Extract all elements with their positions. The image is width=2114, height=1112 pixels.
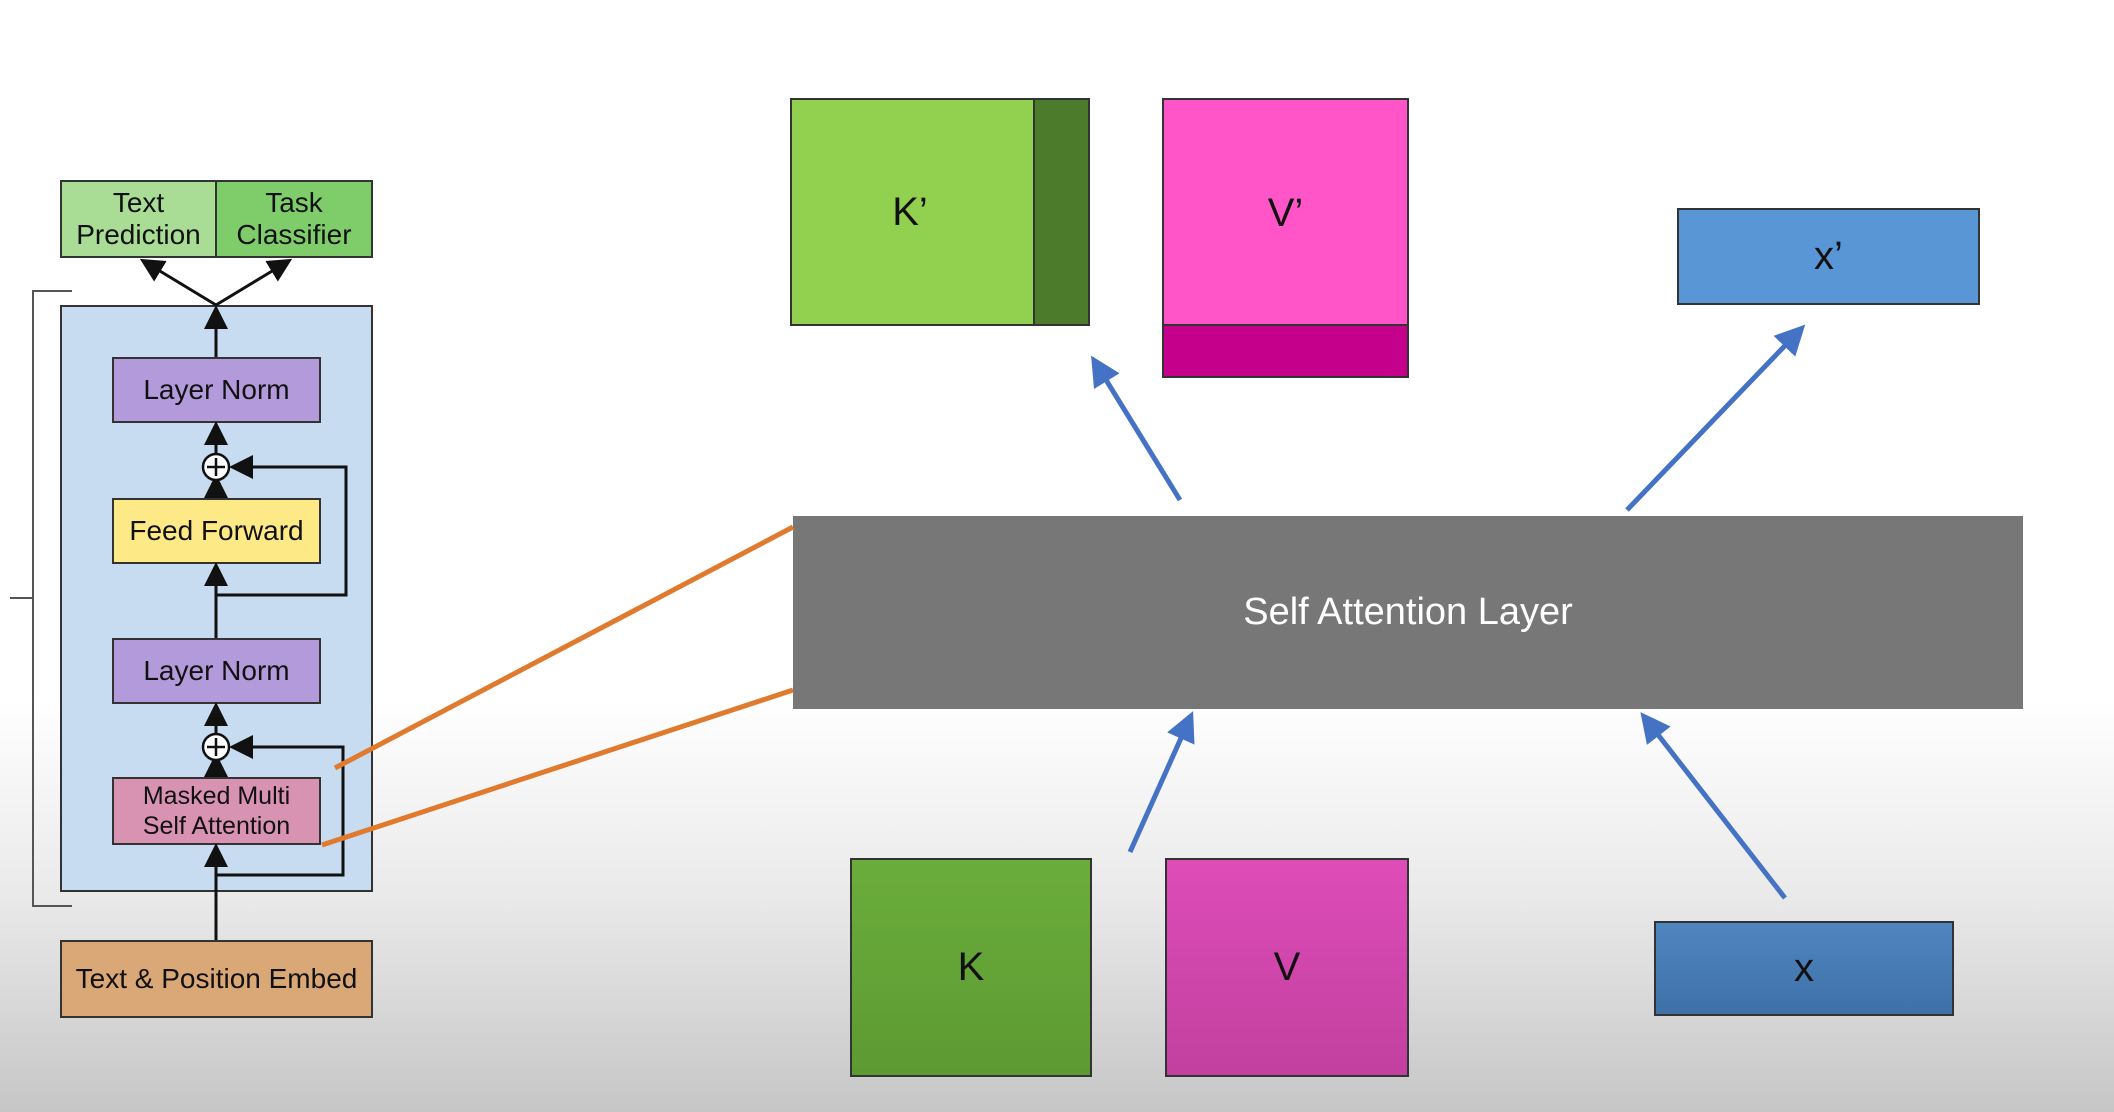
k-input-label: K <box>957 945 985 989</box>
arrow-x-to-attention <box>1640 712 1787 900</box>
feed-forward-block: Feed Forward <box>112 498 321 564</box>
zoom-line-top <box>333 524 795 771</box>
transformer-diagram: Text Prediction Task Classifier Layer No… <box>0 0 400 1112</box>
k-prime-label: K’ <box>892 189 928 234</box>
arrow-k-to-attention <box>1127 711 1195 854</box>
x-input-block: x <box>1654 921 1954 1016</box>
v-input-block: V <box>1165 858 1409 1077</box>
k-prime-block: K’ <box>790 98 1090 326</box>
layer-norm-bottom-label: Layer Norm <box>143 654 290 686</box>
self-attention-label: Self Attention Layer <box>1243 591 1573 633</box>
text-prediction-label-1: Text <box>112 186 165 218</box>
layer-norm-bottom: Layer Norm <box>112 638 321 704</box>
v-prime-block: V’ <box>1162 98 1409 378</box>
v-prime-label: V’ <box>1267 190 1304 235</box>
layer-norm-top-label: Layer Norm <box>143 373 290 405</box>
task-classifier-label-2: Classifier <box>236 219 352 250</box>
x-input-label: x <box>1794 946 1814 990</box>
arrow-attention-to-k-prime <box>1091 355 1183 502</box>
k-input-block: K <box>850 858 1092 1077</box>
x-prime-label: x’ <box>1814 234 1843 278</box>
arrow-attention-to-x-prime <box>1625 324 1806 512</box>
task-classifier-head: Task Classifier <box>215 180 373 258</box>
masked-self-attention-block: Masked Multi Self Attention <box>112 777 321 845</box>
text-position-embed-label: Text & Position Embed <box>75 962 358 994</box>
decoder-bracket-tick <box>10 597 32 599</box>
v-input-label: V <box>1273 945 1301 989</box>
masked-attention-label-2: Self Attention <box>142 812 291 840</box>
self-attention-layer: Self Attention Layer <box>793 516 2023 709</box>
text-position-embed: Text & Position Embed <box>60 940 373 1018</box>
k-prime-new-column <box>1033 100 1088 324</box>
arrow-to-task-classifier <box>215 258 293 307</box>
x-prime-block: x’ <box>1677 208 1980 305</box>
feed-forward-label: Feed Forward <box>129 514 304 546</box>
v-prime-label-wrap: V’ <box>1164 100 1407 326</box>
masked-attention-label-1: Masked Multi <box>142 782 291 810</box>
task-classifier-label-1: Task <box>265 186 323 218</box>
decoder-bracket <box>32 290 72 907</box>
text-prediction-head: Text Prediction <box>60 180 217 258</box>
text-prediction-label-2: Prediction <box>76 219 201 250</box>
arrow-to-text-prediction <box>139 258 217 307</box>
v-prime-new-row <box>1164 324 1407 376</box>
layer-norm-top: Layer Norm <box>112 357 321 423</box>
